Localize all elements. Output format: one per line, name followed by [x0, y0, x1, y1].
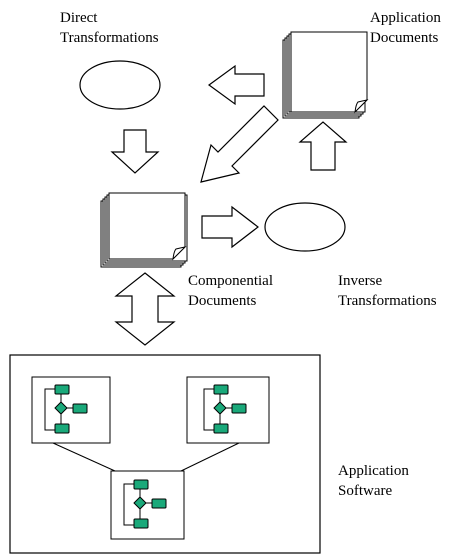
- componential-documents-label: Componential Documents: [188, 273, 277, 309]
- application-documents-label: Application Documents: [370, 10, 445, 46]
- arrow-to-inverse-transformations: [201, 205, 259, 249]
- component-connector-right: [180, 442, 240, 472]
- software-component-left: [31, 376, 111, 444]
- arrow-diagonal-to-componential-documents: [200, 105, 279, 183]
- bidirectional-arrow-docs-software: [114, 272, 176, 346]
- componential-documents-line2: Documents: [188, 293, 256, 309]
- application-software-label: Application Software: [338, 463, 413, 499]
- componential-documents-stack-icon: [100, 192, 188, 268]
- application-software-line1: Application: [338, 463, 409, 479]
- direct-transformations-line2: Transformations: [60, 30, 159, 46]
- inverse-transformations-label: Inverse Transformations: [338, 273, 437, 309]
- arrow-to-application-documents: [298, 121, 348, 171]
- direct-transformations-line1: Direct: [60, 10, 98, 26]
- componential-documents-line1: Componential: [188, 273, 273, 289]
- direct-transformations-label: Direct Transformations: [60, 10, 159, 46]
- component-connector-left: [52, 442, 116, 472]
- application-software-line2: Software: [338, 483, 392, 499]
- application-documents-line1: Application: [370, 10, 441, 26]
- inverse-transformations-line1: Inverse: [338, 273, 382, 289]
- arrow-to-direct-transformations: [207, 64, 265, 106]
- arrow-to-componential-documents: [110, 129, 160, 174]
- direct-transformations-ellipse: [79, 60, 161, 110]
- inverse-transformations-line2: Transformations: [338, 293, 437, 309]
- application-documents-stack-icon: [282, 31, 369, 119]
- application-documents-line2: Documents: [370, 30, 438, 46]
- inverse-transformations-ellipse: [264, 202, 346, 252]
- software-component-bottom: [110, 470, 185, 540]
- software-component-right: [186, 376, 270, 444]
